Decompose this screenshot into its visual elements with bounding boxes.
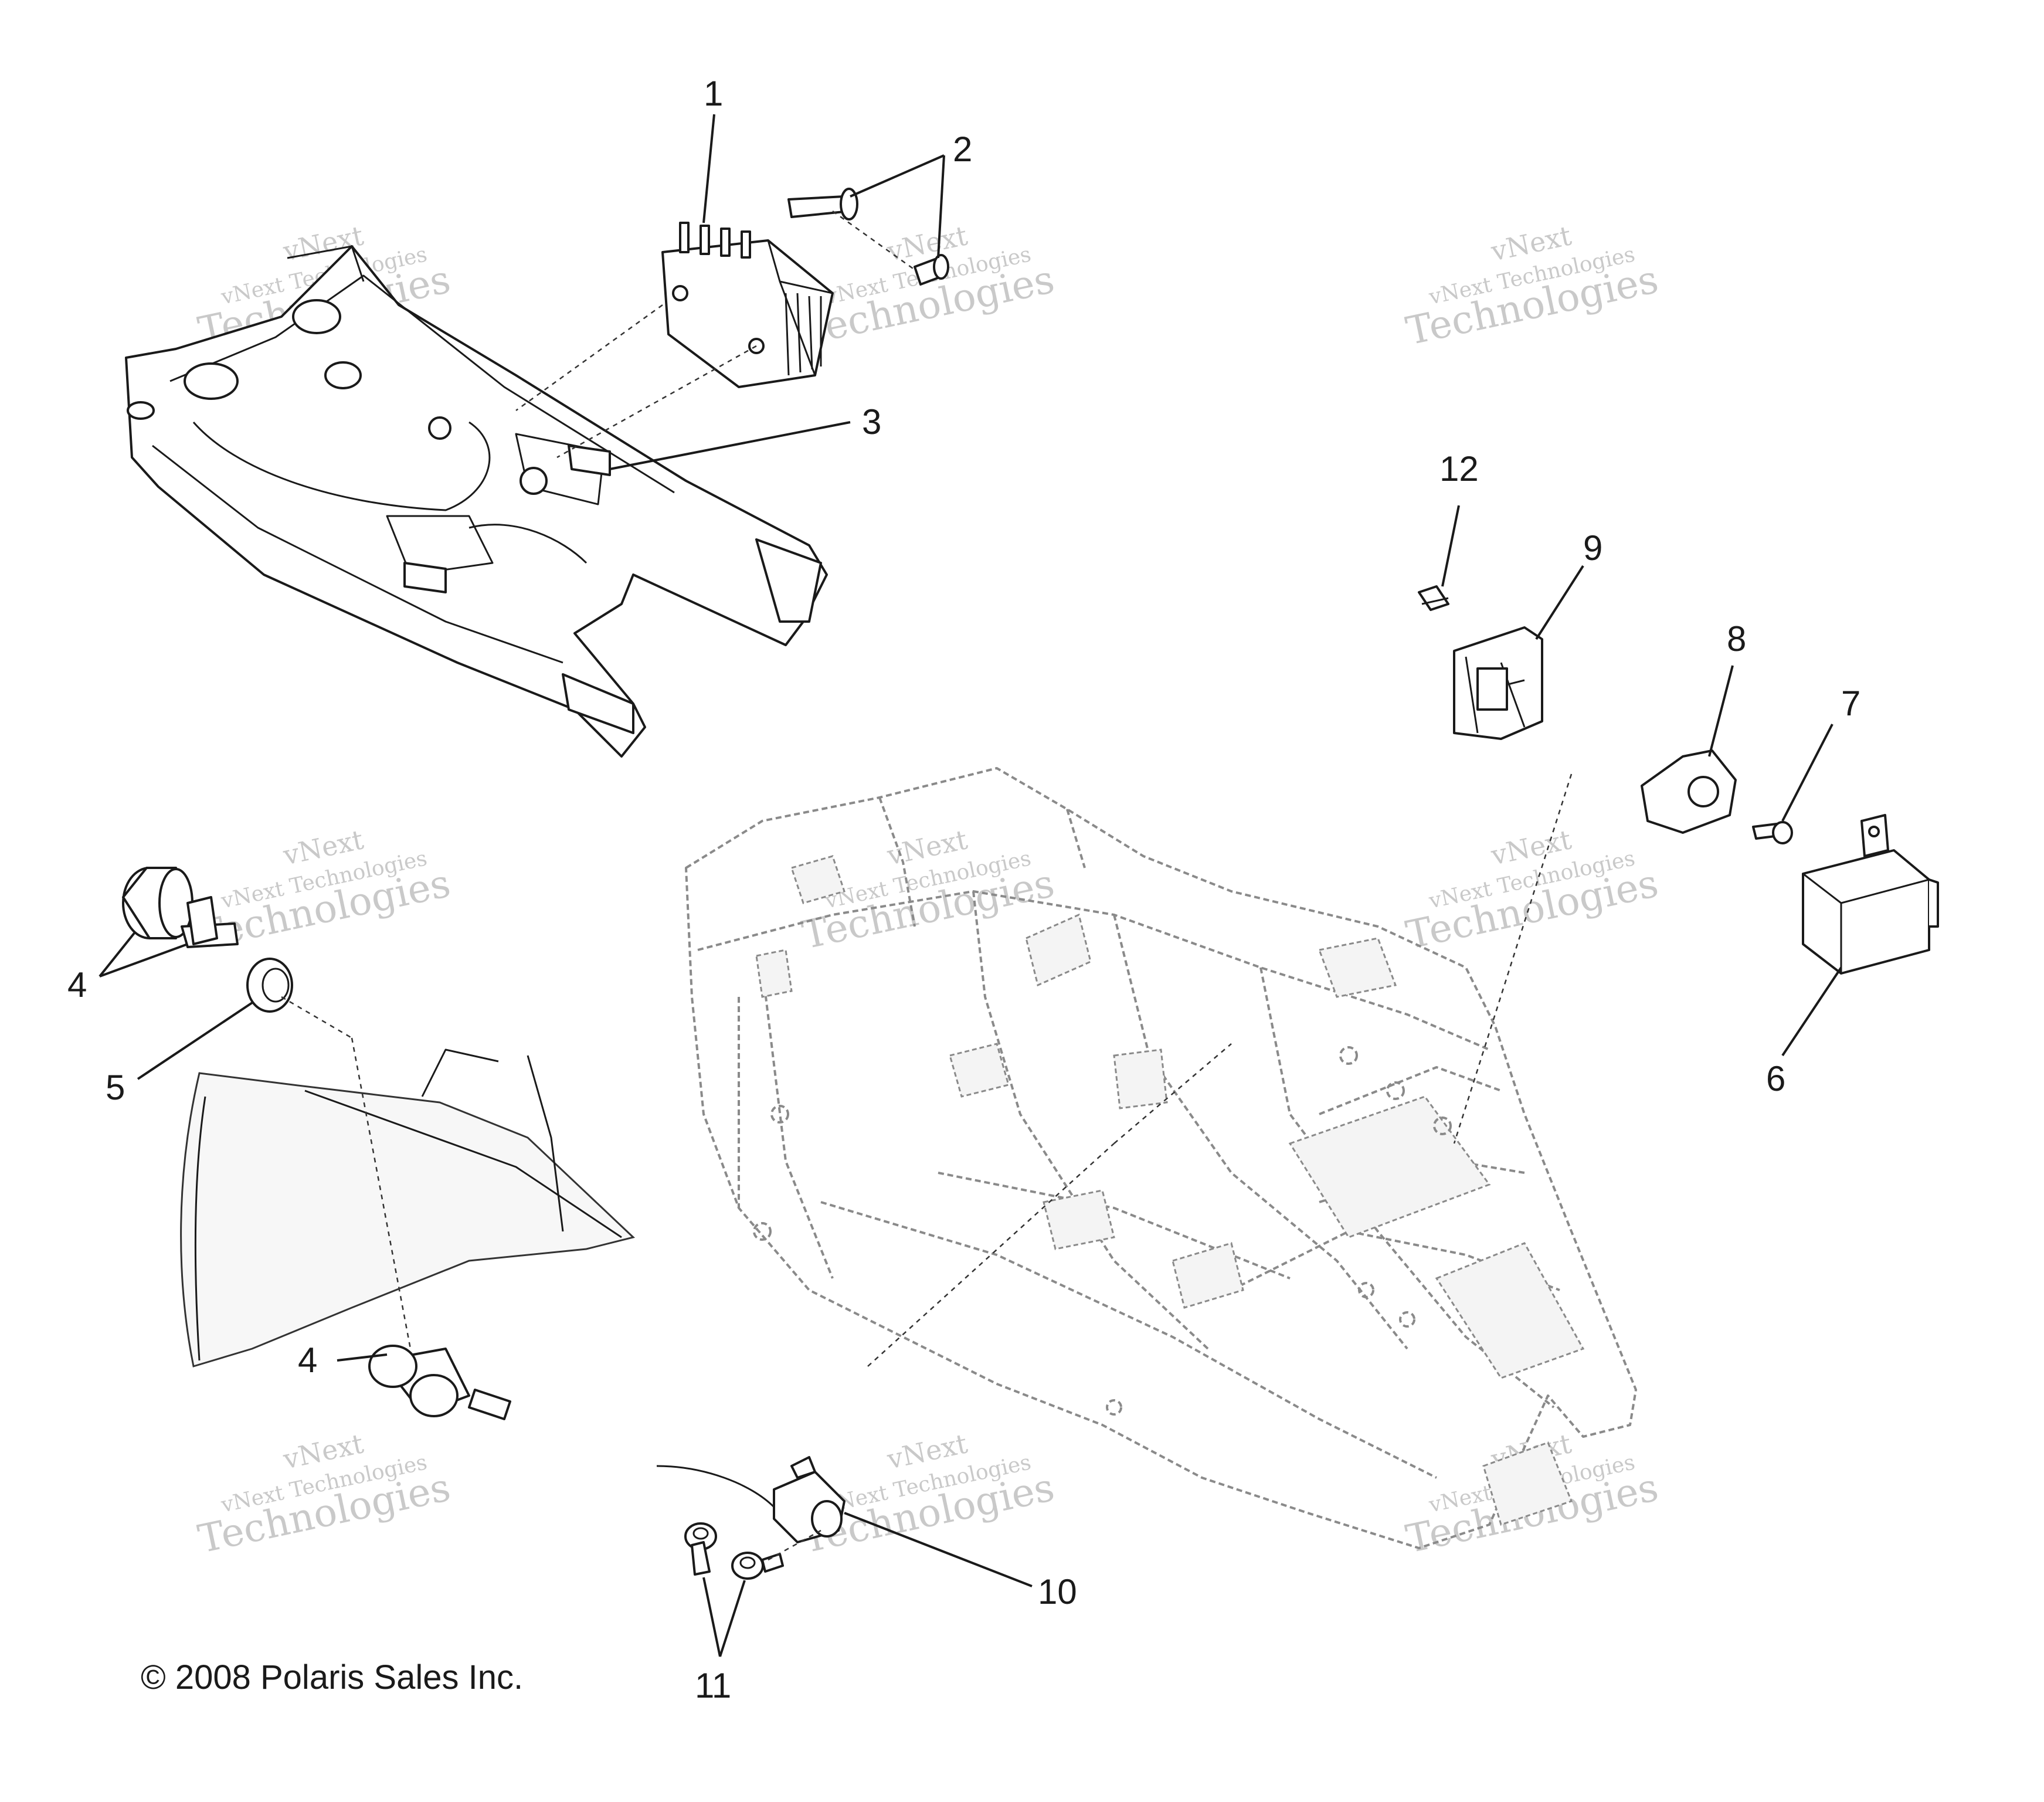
part-10-sensor [656,1456,846,1543]
callout-12: 12 [1439,449,1479,488]
part-7-screw [1752,821,1793,844]
callout-9: 9 [1583,528,1602,568]
callout-11: 11 [695,1666,731,1705]
callout-1: 1 [704,74,723,113]
part-5-bezel [246,958,293,1013]
callout-4-lower: 4 [298,1341,317,1380]
callout-5: 5 [106,1068,125,1107]
assembly-dashed-lines [281,210,1573,1561]
leader-lines [99,114,1842,1657]
part-6-module [1802,814,1939,975]
part-9-bracket [1453,626,1543,740]
part-11-bolts [684,1522,784,1580]
watermark-bottom-left: vNext vNext Technologies Technologies [194,1427,454,1562]
callout-6: 6 [1766,1059,1785,1098]
part-4-switch-cap [122,867,239,948]
part-12-clip [1418,585,1449,611]
callout-10: 10 [1038,1572,1077,1611]
part-2-bolts [787,188,949,286]
callout-3: 3 [862,402,881,442]
callout-7: 7 [1841,684,1860,723]
part-1-regulator [661,222,834,388]
callout-2: 2 [953,130,972,169]
callout-8: 8 [1727,619,1746,659]
watermark-top-right: vNext vNext Technologies Technologies [1402,219,1662,354]
swing-arm-bracket [125,245,828,758]
watermark-mid-right: vNext vNext Technologies Technologies [1402,823,1662,958]
part-8-plate [1641,749,1737,834]
copyright-notice: © 2008 Polaris Sales Inc. [141,1658,523,1696]
front-fender [180,1048,636,1367]
part-4-ignition-switch [368,1345,511,1420]
main-frame [685,767,1637,1549]
callout-4-upper: 4 [67,965,87,1004]
